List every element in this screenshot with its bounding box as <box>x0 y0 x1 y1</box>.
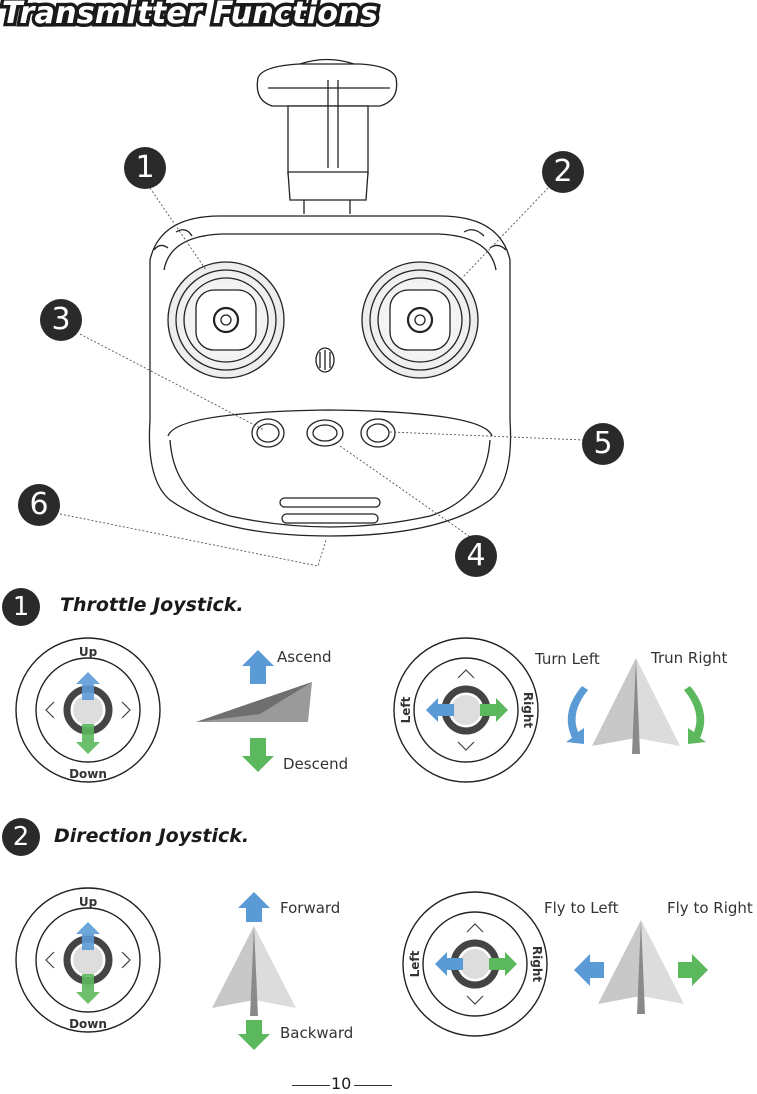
turn-left-arrow-icon <box>566 686 588 744</box>
turn-right-label: Trun Right <box>651 649 727 667</box>
descend-label: Descend <box>283 755 348 773</box>
s1-right-label: Right <box>521 692 535 728</box>
fly-right-label: Fly to Right <box>667 899 753 917</box>
section1-badge: 1 <box>2 588 40 626</box>
callout-6: 6 <box>18 484 60 526</box>
s1-down-label: Down <box>69 767 107 781</box>
section1-diagram: Up Down Left Right <box>0 630 757 790</box>
throttle-updown-joystick-icon <box>16 638 160 782</box>
s1-up-label: Up <box>79 645 98 659</box>
s2-down-label: Down <box>69 1017 107 1031</box>
forward-label: Forward <box>280 899 340 917</box>
throttle-leftright-joystick-icon <box>394 638 538 782</box>
transmitter-illustration <box>0 0 757 590</box>
fly-right-arrow-icon <box>678 954 708 986</box>
callout-1: 1 <box>124 147 166 189</box>
turn-left-label: Turn Left <box>535 650 600 668</box>
direction-updown-joystick-icon <box>16 888 160 1032</box>
paper-plane-forward-icon <box>212 926 296 1016</box>
section2-diagram: Up Down Left Right <box>0 880 757 1050</box>
turn-right-arrow-icon <box>684 686 706 744</box>
section1-heading: Throttle Joystick. <box>60 594 244 616</box>
direction-leftright-joystick-icon <box>403 892 547 1036</box>
paper-plane-side-icon <box>598 920 684 1014</box>
callout-3: 3 <box>40 299 82 341</box>
section2-badge: 2 <box>2 818 40 856</box>
callout-5: 5 <box>582 423 624 465</box>
backward-label: Backward <box>280 1024 353 1042</box>
s1-left-label: Left <box>399 696 413 723</box>
callout-2: 2 <box>542 151 584 193</box>
fly-left-label: Fly to Left <box>544 899 619 917</box>
s2-up-label: Up <box>79 895 98 909</box>
descend-arrow-icon <box>242 738 274 772</box>
ascend-label: Ascend <box>277 648 332 666</box>
s2-right-label: Right <box>530 946 544 982</box>
s2-left-label: Left <box>408 950 422 977</box>
ascend-arrow-icon <box>242 650 274 684</box>
backward-arrow-icon <box>238 1020 270 1050</box>
fly-left-arrow-icon <box>574 954 604 986</box>
paper-plane-icon <box>592 658 680 754</box>
forward-arrow-icon <box>238 892 270 922</box>
page-number: 10 <box>331 1074 351 1093</box>
section2-heading: Direction Joystick. <box>54 825 249 847</box>
callout-4: 4 <box>455 535 497 577</box>
footer-rule-left <box>292 1085 330 1086</box>
footer-rule-right <box>354 1085 392 1086</box>
